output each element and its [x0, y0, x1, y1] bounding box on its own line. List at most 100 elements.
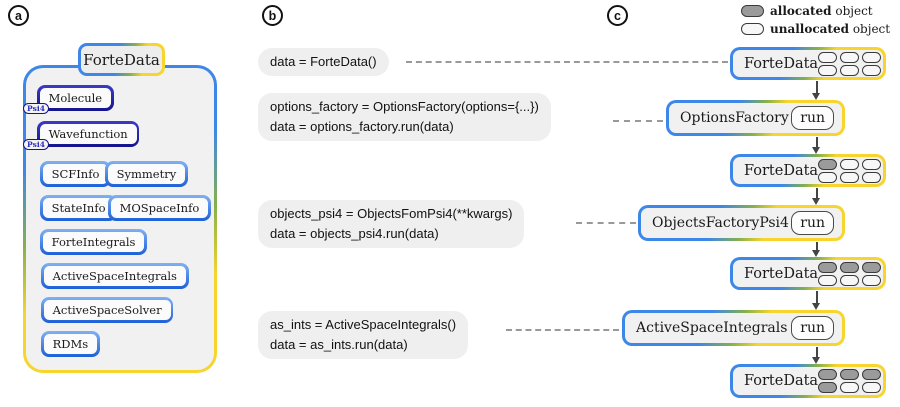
flow-arrow-6 — [812, 347, 821, 364]
allocated-pill — [818, 369, 838, 380]
unallocated-pill — [862, 158, 882, 170]
stateinfo-box: StateInfo — [40, 195, 118, 221]
unallocated-pill — [862, 51, 882, 63]
legend-row-allocated: allocated object — [741, 4, 890, 18]
activespaceintegrals-label: ActiveSpaceIntegrals — [43, 265, 186, 287]
flow-arrow-1 — [812, 81, 821, 100]
code-snippet-optionsfactory: options_factory = OptionsFactory(options… — [258, 93, 551, 141]
code-line: data = ForteData() — [270, 54, 377, 69]
unallocated-pill — [862, 64, 882, 76]
psi4-badge-molecule: Psi4 — [23, 103, 49, 114]
allocated-pill — [862, 261, 882, 273]
molecule-label: Molecule — [39, 87, 112, 109]
code-snippet-asints: as_ints = ActiveSpaceIntegrals() data = … — [258, 311, 469, 359]
optionsfactory-label: OptionsFactory — [680, 110, 789, 126]
unallocated-pill — [818, 64, 838, 76]
optionsfactory-box: OptionsFactory run — [666, 100, 845, 136]
unallocated-pill — [840, 382, 860, 393]
objectsfactorypsi4-box: ObjectsFactoryPsi4 run — [638, 205, 845, 241]
unallocated-pill-icon — [741, 23, 764, 35]
unallocated-pill — [862, 274, 882, 286]
unallocated-pill — [818, 51, 838, 63]
code-snippet-fortedata: data = ForteData() — [258, 48, 389, 76]
activespaceintegrals-box: ActiveSpaceIntegrals — [41, 263, 189, 289]
scfinfo-box: SCFInfo — [40, 161, 111, 187]
flow-arrow-2 — [812, 137, 821, 154]
panel-a-letter: a — [15, 8, 22, 23]
legend-allocated-text: allocated object — [770, 4, 873, 18]
activespaceintegrals-flow-box: ActiveSpaceIntegrals run — [622, 310, 845, 346]
panel-c-label: c — [607, 5, 628, 26]
unallocated-pill — [818, 171, 838, 183]
allocated-pill — [862, 369, 882, 380]
code-line: as_ints = ActiveSpaceIntegrals() — [270, 317, 457, 332]
unallocated-pill — [840, 171, 860, 183]
panel-b-letter: b — [268, 8, 277, 23]
code-line: data = options_factory.run(data) — [270, 119, 454, 134]
flow-arrow-3 — [812, 188, 821, 205]
legend-rest: object — [849, 22, 891, 36]
wavefunction-label: Wavefunction — [39, 123, 137, 145]
run-button: run — [791, 211, 834, 235]
unallocated-pill — [862, 382, 882, 393]
psi4-badge-wavefunction: Psi4 — [23, 139, 49, 150]
forteintegrals-box: ForteIntegrals — [40, 229, 148, 255]
allocated-pill — [818, 158, 838, 170]
activespacesolver-box: ActiveSpaceSolver — [41, 297, 174, 323]
legend: allocated object unallocated object — [741, 4, 890, 40]
fortedata-state-1: ForteData — [730, 47, 886, 80]
panel-b-label: b — [262, 5, 283, 26]
rdms-label: RDMs — [43, 333, 98, 355]
psi4-badge-text: Psi4 — [27, 140, 45, 149]
fortedata-state-3: ForteData — [730, 257, 886, 290]
fortedata-state-label: ForteData — [744, 265, 819, 282]
legend-bold: allocated — [770, 4, 832, 18]
unallocated-pill — [862, 171, 882, 183]
fortedata-state-label: ForteData — [744, 162, 819, 179]
stateinfo-label: StateInfo — [42, 197, 115, 219]
fortedata-state-label: ForteData — [744, 55, 819, 72]
legend-unallocated-text: unallocated object — [770, 22, 890, 36]
unallocated-pill — [818, 274, 838, 286]
mospaceinfo-box: MOSpaceInfo — [108, 195, 211, 221]
wavefunction-box: Wavefunction — [37, 121, 140, 147]
code-snippet-objectspsi4: objects_psi4 = ObjectsFomPsi4(**kwargs) … — [258, 200, 525, 248]
activespacesolver-label: ActiveSpaceSolver — [43, 299, 171, 321]
allocated-pill — [818, 261, 838, 273]
allocated-pill — [818, 382, 838, 393]
unallocated-pill — [840, 158, 860, 170]
objectsfactorypsi4-label: ObjectsFactoryPsi4 — [652, 215, 789, 231]
allocated-pill — [840, 261, 860, 273]
psi4-badge-text: Psi4 — [27, 104, 45, 113]
mospaceinfo-label: MOSpaceInfo — [110, 197, 209, 219]
flow-arrow-5 — [812, 291, 821, 310]
fortedata-state-2: ForteData — [730, 154, 886, 187]
code-line: options_factory = OptionsFactory(options… — [270, 99, 539, 114]
object-slots — [818, 51, 882, 76]
fortedata-header-label: ForteData — [81, 46, 162, 73]
connector-dash-4 — [506, 329, 619, 331]
rdms-box: RDMs — [41, 331, 100, 357]
run-button: run — [791, 316, 834, 340]
object-slots — [818, 261, 882, 286]
scfinfo-label: SCFInfo — [42, 163, 109, 185]
unallocated-pill — [840, 64, 860, 76]
flow-arrow-4 — [812, 242, 821, 257]
run-button: run — [791, 106, 834, 130]
activespaceintegrals-flow-label: ActiveSpaceIntegrals — [636, 320, 788, 336]
unallocated-pill — [840, 274, 860, 286]
molecule-box: Molecule — [37, 85, 114, 111]
legend-rest: object — [831, 4, 873, 18]
fortedata-state-4: ForteData — [730, 364, 886, 398]
forteintegrals-label: ForteIntegrals — [42, 231, 145, 253]
panel-a-label: a — [8, 5, 29, 26]
code-line: data = as_ints.run(data) — [270, 337, 408, 352]
unallocated-pill — [840, 51, 860, 63]
panel-c-letter: c — [614, 8, 621, 23]
legend-bold: unallocated — [770, 22, 849, 36]
symmetry-label: Symmetry — [107, 163, 186, 185]
fortedata-header-box: ForteData — [78, 43, 165, 76]
legend-row-unallocated: unallocated object — [741, 22, 890, 36]
connector-dash-3 — [576, 222, 636, 224]
connector-dash-2 — [613, 120, 663, 122]
